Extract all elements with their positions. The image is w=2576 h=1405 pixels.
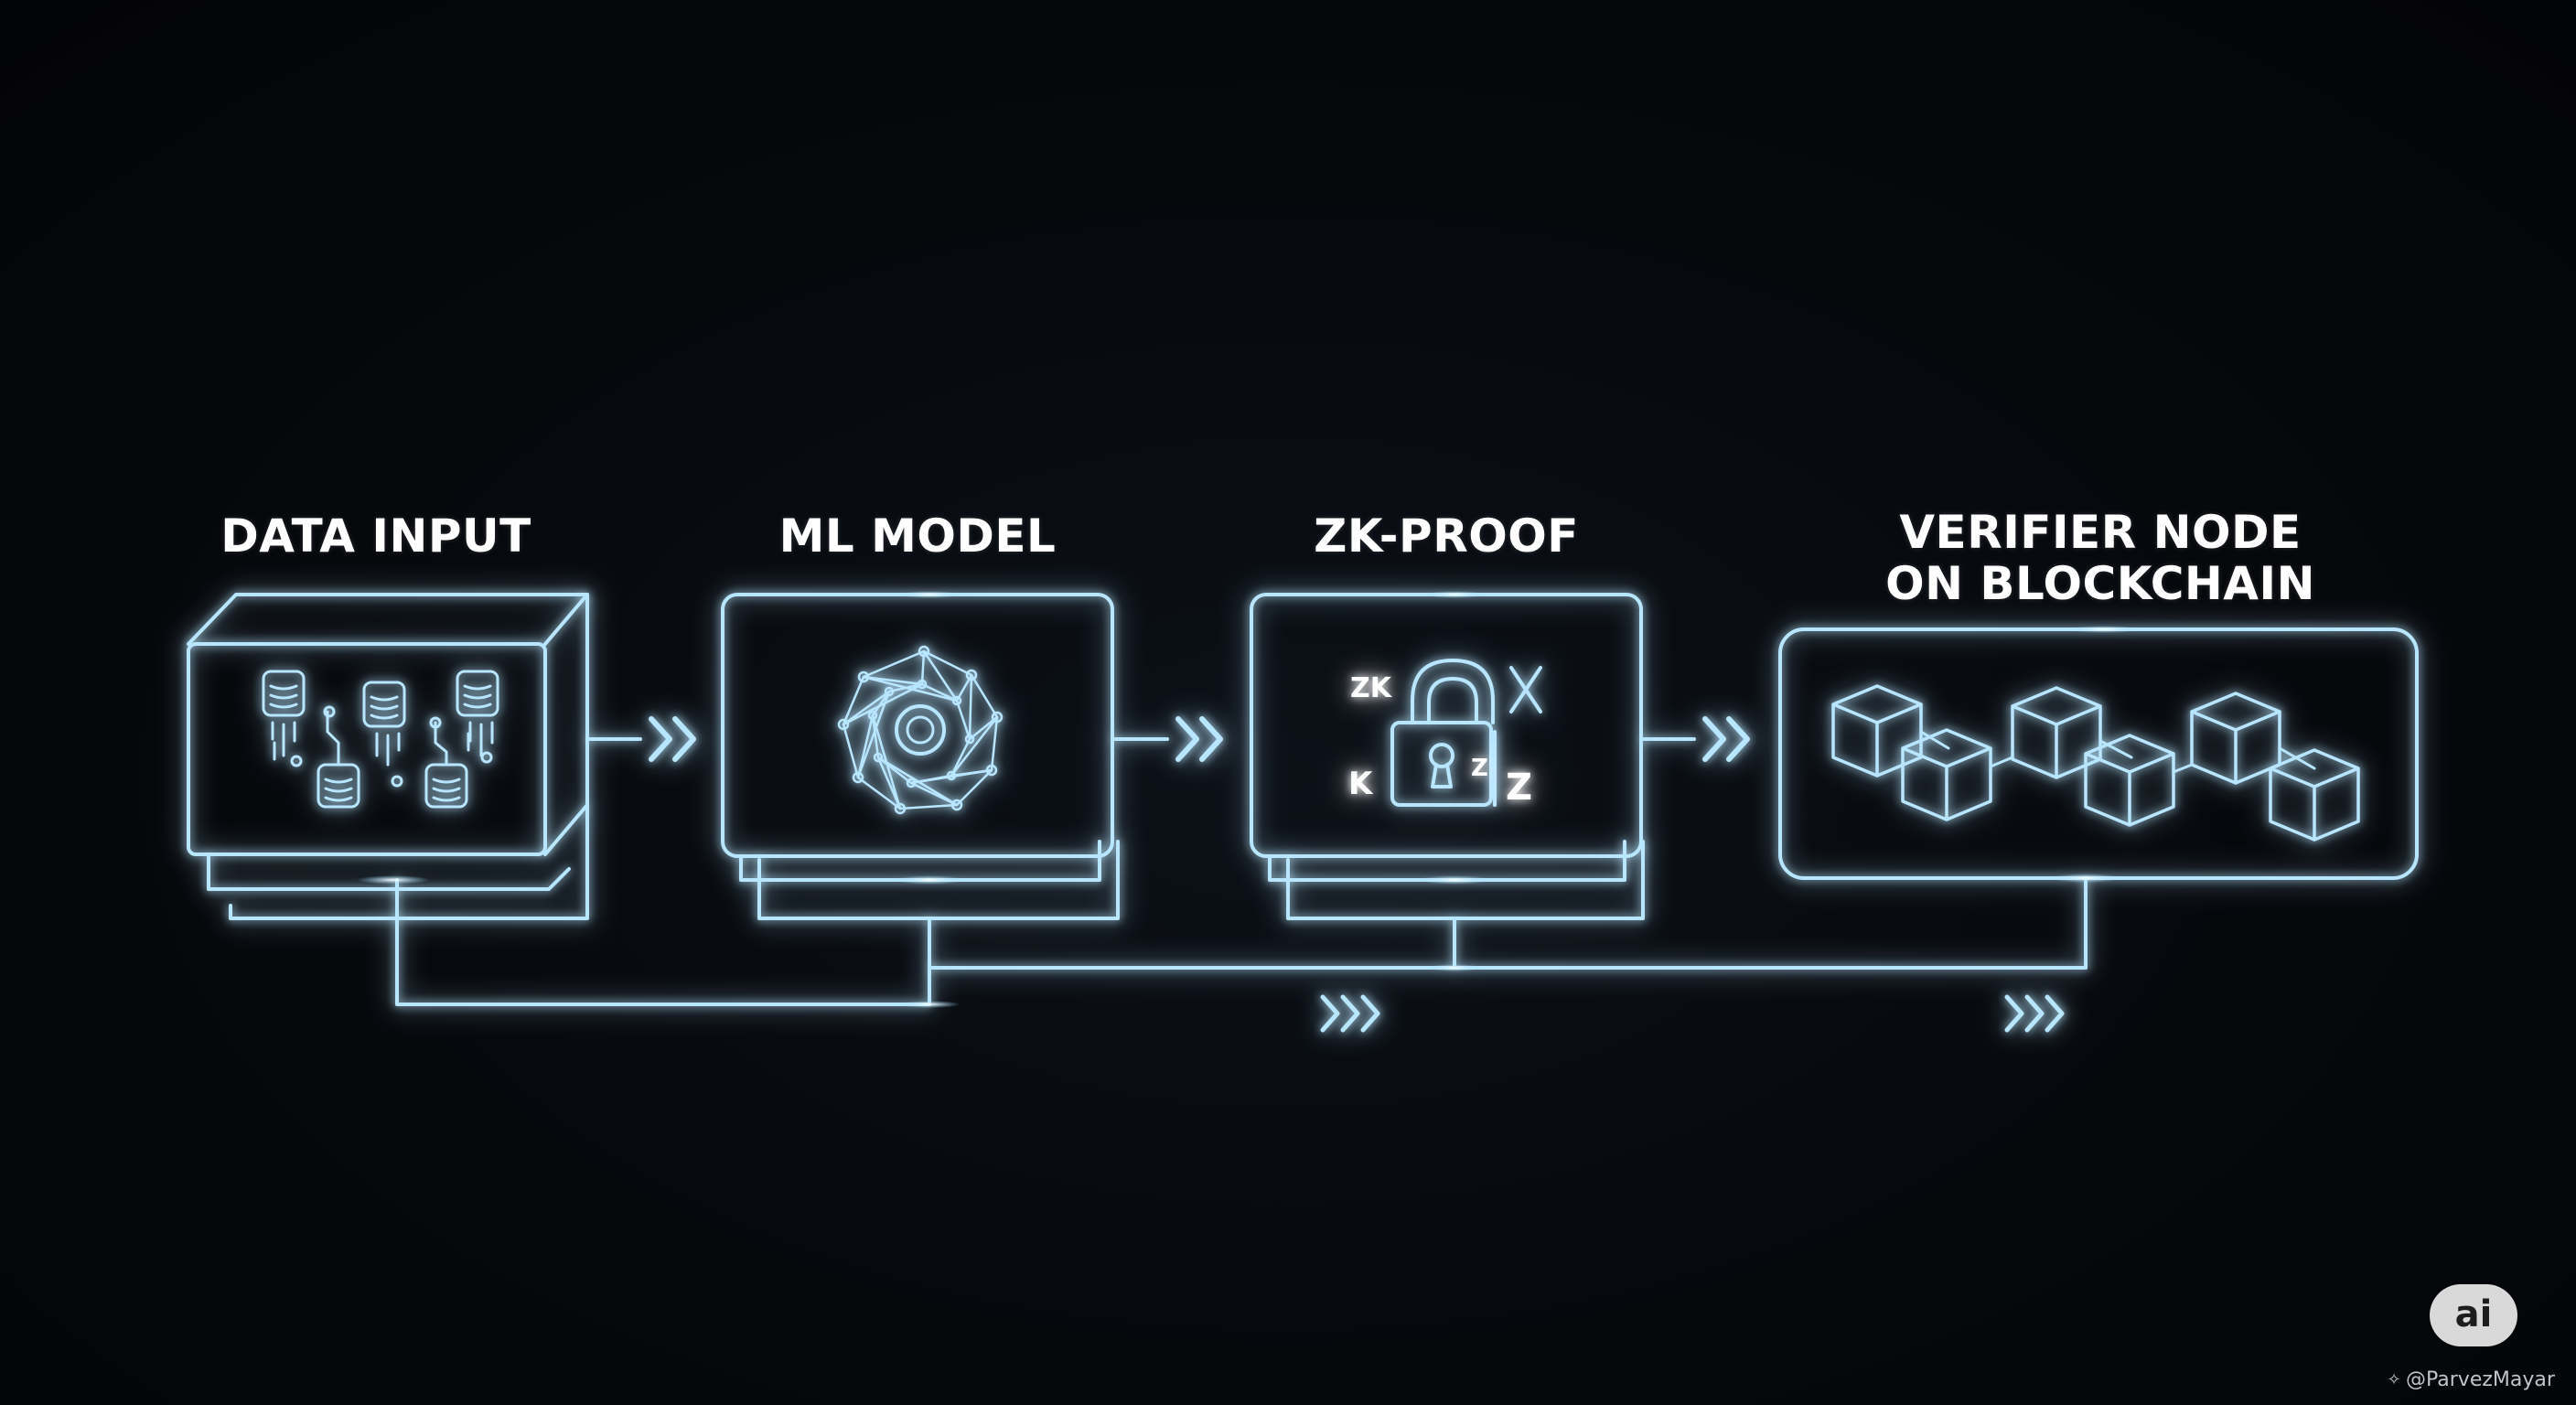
stage-title-verifier-line-2: ON BLOCKCHAIN bbox=[1885, 557, 2315, 610]
neural-network-icon bbox=[837, 645, 1004, 815]
watermark: ✧ @ParvezMayar bbox=[2382, 1367, 2555, 1394]
arrow-model-to-zk bbox=[1175, 716, 1223, 762]
ai-badge: ai bbox=[2430, 1284, 2517, 1346]
watermark-text: @ParvezMayar bbox=[2406, 1368, 2555, 1391]
zk-glyph-zk: ZK bbox=[1350, 672, 1393, 704]
database-cluster-icon bbox=[262, 670, 499, 809]
arrow-zk-to-verifier bbox=[1702, 716, 1750, 762]
zk-proof-box bbox=[1250, 593, 1645, 920]
blockchain-cubes-icon bbox=[1831, 684, 2360, 842]
stage-title-verifier-line-1: VERIFIER NODE bbox=[1899, 506, 2302, 559]
sparkle-icon: ✧ bbox=[2387, 1370, 2401, 1389]
stage-title-zk-proof: ZK-PROOF bbox=[1314, 509, 1579, 563]
arrow-bus-right bbox=[2004, 994, 2065, 1033]
arrow-bus-left bbox=[1320, 994, 1380, 1033]
flow-arrows bbox=[649, 716, 2065, 1033]
stage-title-verifier-node: VERIFIER NODE ON BLOCKCHAIN bbox=[1780, 507, 2420, 609]
zk-lock-icon bbox=[1390, 659, 1542, 807]
glow-sparks bbox=[357, 591, 2141, 1008]
zk-glyph-k: K bbox=[1348, 766, 1374, 802]
stage-title-ml-model: ML MODEL bbox=[778, 509, 1057, 563]
connector-lines bbox=[395, 737, 2088, 1006]
stage-title-data-input: DATA INPUT bbox=[220, 509, 531, 563]
ml-model-box bbox=[721, 593, 1120, 920]
arrow-data-to-model bbox=[649, 716, 696, 762]
data-input-box bbox=[187, 593, 589, 920]
zk-glyph-z: Z bbox=[1506, 767, 1532, 809]
zk-glyph-z-small: Z bbox=[1471, 755, 1488, 782]
